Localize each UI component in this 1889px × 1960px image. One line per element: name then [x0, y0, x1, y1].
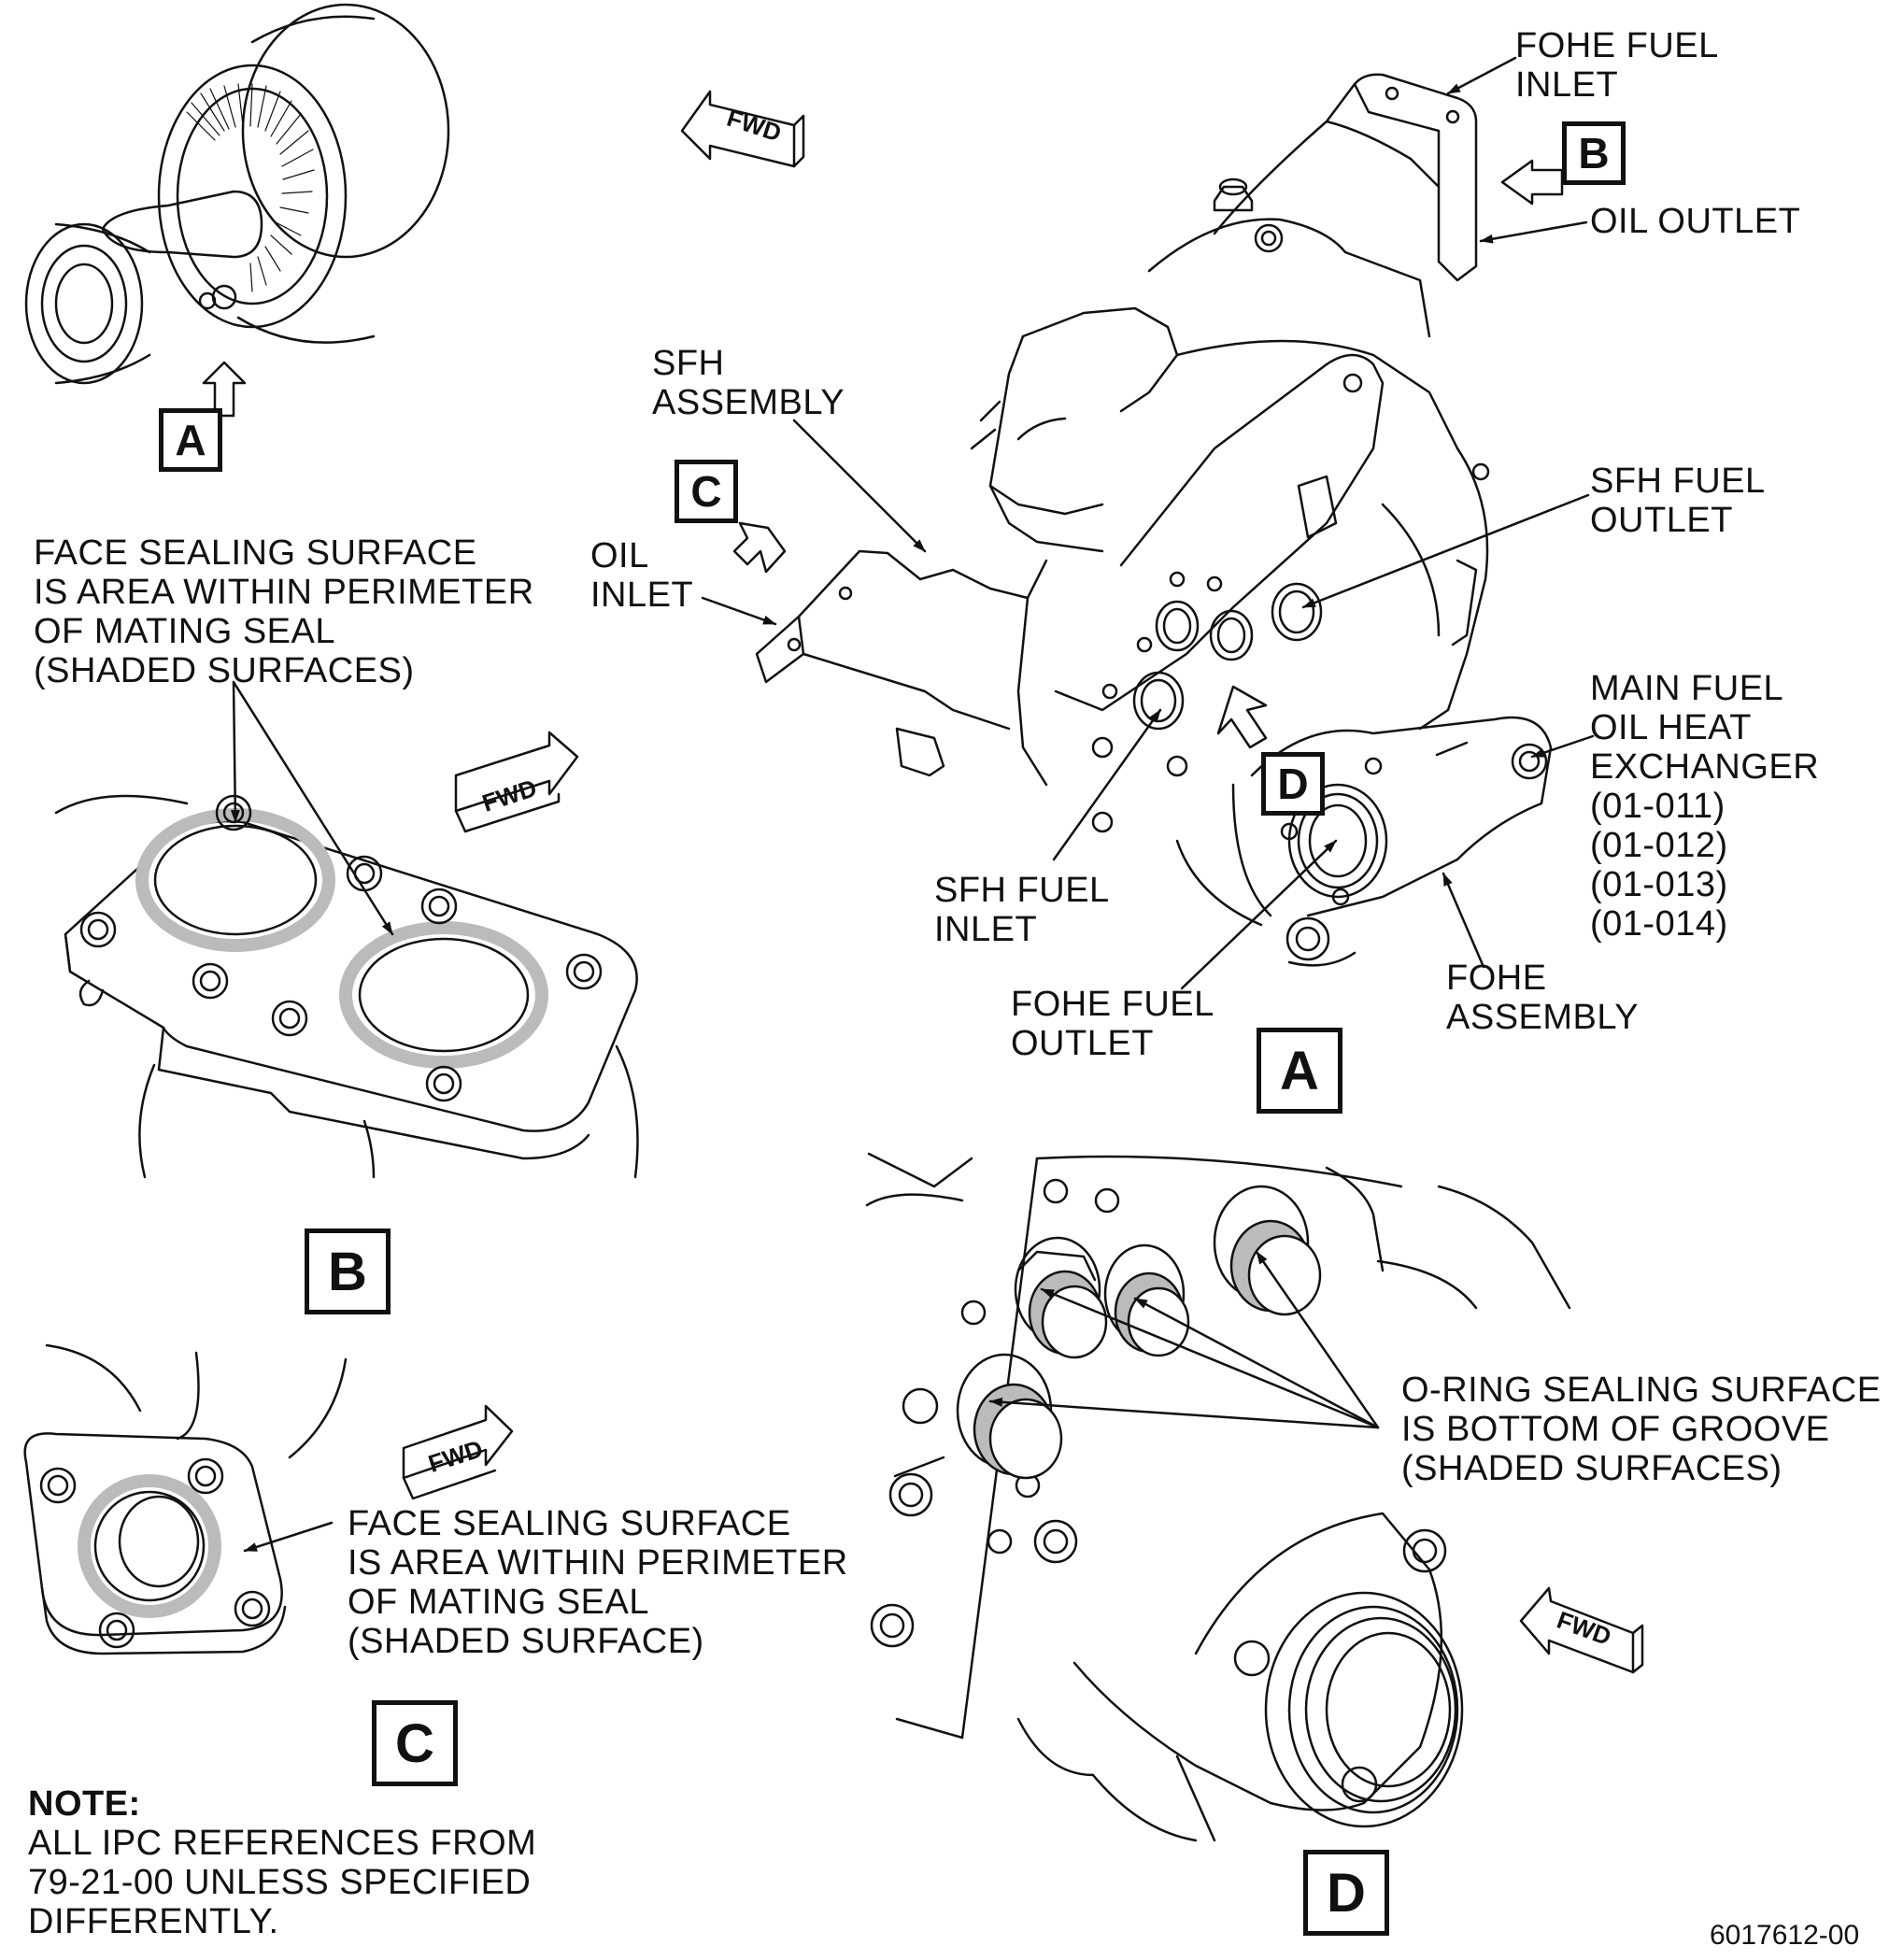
fwd-arrow-c — [402, 1404, 514, 1500]
main-assembly — [755, 73, 1553, 967]
note-line: ALL IPC REFERENCES FROM — [28, 1824, 537, 1863]
note-block: NOTE: ALL IPC REFERENCES FROM 79-21-00 U… — [28, 1784, 536, 1941]
view-ref-c-main: C — [675, 460, 738, 523]
figure-number: 6017612-00 — [1710, 1920, 1860, 1951]
fwd-text-d: FWD — [1554, 1606, 1615, 1651]
view-ref-a-engine: A — [159, 408, 222, 472]
label-oil-outlet: OIL OUTLET — [1590, 202, 1801, 241]
view-c-flange — [23, 1343, 348, 1655]
engine-overview — [24, 3, 450, 385]
note-line: 79-21-00 UNLESS SPECIFIED — [28, 1863, 532, 1902]
view-b-arrow — [1500, 159, 1564, 206]
label-face-sealing-c: FACE SEALING SURFACE IS AREA WITHIN PERI… — [348, 1504, 848, 1661]
fwd-arrow-main — [680, 90, 805, 168]
fwd-arrow-b — [454, 731, 579, 833]
view-d-detail — [865, 1152, 1571, 1842]
fwd-text-main: FWD — [723, 104, 785, 148]
fwd-text-c: FWD — [425, 1434, 487, 1478]
label-oil-inlet: OIL INLET — [590, 536, 694, 615]
view-d-arrow — [1216, 685, 1268, 749]
view-ref-b-main: B — [1562, 121, 1626, 185]
view-c-arrow — [732, 521, 787, 574]
view-label-a: A — [1257, 1028, 1342, 1114]
label-fohe-fuel-inlet: FOHE FUEL INLET — [1515, 26, 1719, 105]
label-sfh-fuel-inlet: SFH FUEL INLET — [934, 871, 1110, 949]
view-label-d: D — [1303, 1850, 1389, 1936]
leader-lines — [230, 56, 1595, 1553]
view-a-arrow — [202, 361, 247, 418]
view-label-c: C — [372, 1700, 458, 1786]
fwd-arrow-d — [1519, 1586, 1644, 1674]
label-main-fuel-oil-heat-exchanger: MAIN FUEL OIL HEAT EXCHANGER (01-011) (0… — [1590, 669, 1820, 944]
label-oring-sealing: O-RING SEALING SURFACE IS BOTTOM OF GROO… — [1401, 1371, 1882, 1488]
label-sfh-assembly: SFH ASSEMBLY — [652, 344, 845, 422]
label-fohe-assembly: FOHE ASSEMBLY — [1446, 959, 1640, 1037]
label-face-sealing-b: FACE SEALING SURFACE IS AREA WITHIN PERI… — [34, 533, 534, 690]
note-heading: NOTE: — [28, 1784, 141, 1824]
note-line: DIFFERENTLY. — [28, 1902, 279, 1941]
label-fohe-fuel-outlet: FOHE FUEL OUTLET — [1011, 985, 1214, 1063]
view-ref-d-main: D — [1261, 752, 1325, 816]
label-sfh-fuel-outlet: SFH FUEL OUTLET — [1590, 462, 1766, 540]
view-b-plate — [54, 794, 639, 1179]
view-label-b: B — [305, 1229, 391, 1314]
